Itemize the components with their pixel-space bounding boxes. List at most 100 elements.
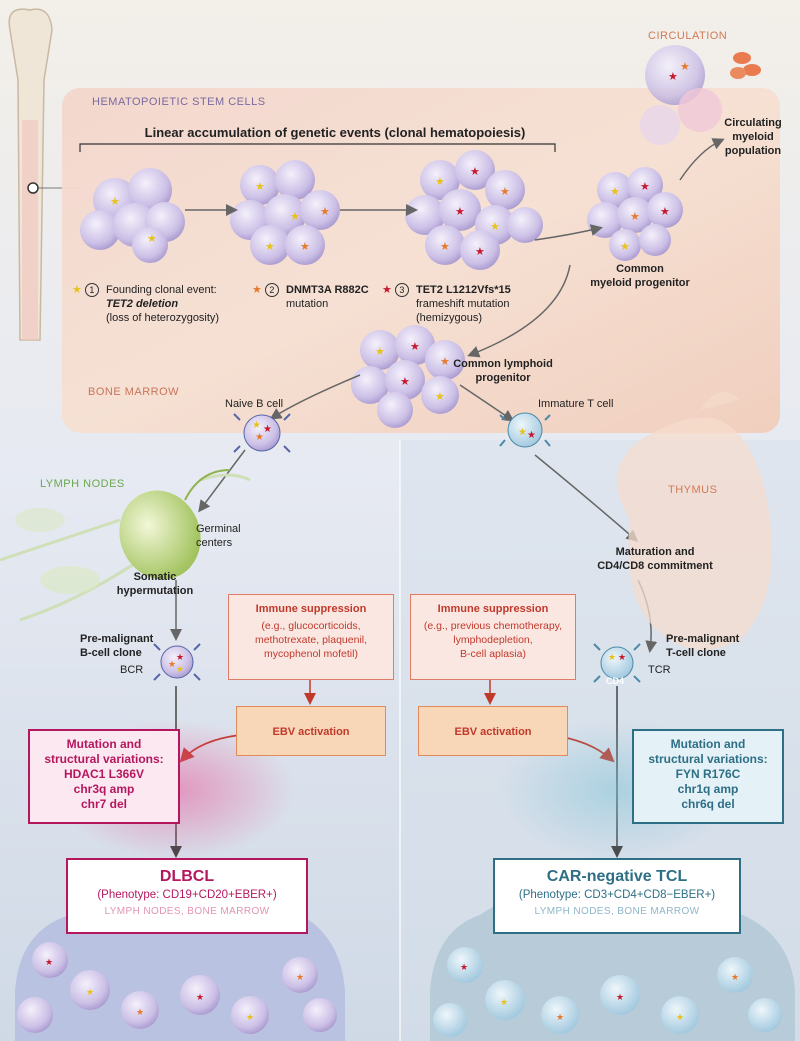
mut-right-title: Mutation and — [670, 737, 746, 751]
svg-text:★: ★ — [110, 195, 120, 208]
mut-right-item: chr6q del — [681, 797, 735, 811]
svg-text:★: ★ — [616, 993, 624, 1003]
bcr-label: BCR — [120, 664, 144, 676]
label-line: myeloid progenitor — [590, 277, 690, 289]
event-1-line: TET2 deletion — [106, 298, 179, 310]
cmp-label: Common myeloid progenitor — [580, 262, 700, 290]
clp-label: Common lymphoid progenitor — [448, 357, 558, 385]
svg-text:★: ★ — [640, 180, 650, 193]
event-3: TET2 L1212Vfs*15 frameshift mutation (he… — [416, 283, 511, 325]
immune-right-title: Immune suppression — [437, 603, 549, 615]
mutation-box-left: Mutation and structural variations: HDAC… — [28, 729, 180, 824]
event-2-line: mutation — [286, 298, 329, 310]
svg-text:★: ★ — [620, 240, 630, 253]
immune-right-line: (e.g., previous chemotherapy, — [423, 620, 563, 632]
svg-text:★: ★ — [290, 210, 300, 223]
section-bone-marrow: BONE MARROW — [88, 386, 180, 398]
label-line: myeloid — [732, 131, 774, 143]
immune-left-line: mycophenol mofetil) — [264, 648, 358, 660]
svg-text:★: ★ — [168, 659, 176, 669]
svg-text:★: ★ — [660, 205, 670, 218]
event-2-line: DNMT3A R882C — [286, 284, 369, 296]
lymph-node-icon — [0, 469, 251, 622]
immune-right-body: (e.g., previous chemotherapy, lymphodepl… — [415, 619, 571, 661]
svg-text:★: ★ — [296, 973, 304, 983]
svg-text:★: ★ — [45, 958, 53, 968]
svg-text:★: ★ — [400, 375, 410, 388]
thymus-icon — [617, 392, 772, 650]
svg-text:★: ★ — [630, 210, 640, 223]
svg-text:★: ★ — [668, 70, 678, 83]
immune-suppression-right: Immune suppression (e.g., previous chemo… — [410, 594, 576, 680]
hsc-cluster-3 — [405, 150, 543, 270]
label-line: Maturation and — [615, 546, 695, 558]
immune-left-body: (e.g., glucocorticoids, methotrexate, pl… — [233, 619, 389, 661]
event-2: DNMT3A R882C mutation — [286, 283, 369, 311]
svg-text:★: ★ — [435, 175, 445, 188]
immune-suppression-left: Immune suppression (e.g., glucocorticoid… — [228, 594, 394, 680]
svg-text:★: ★ — [196, 993, 204, 1003]
mut-right-item: chr1q amp — [677, 782, 739, 796]
svg-text:★: ★ — [470, 165, 480, 178]
mut-left-title: structural variations: — [44, 752, 164, 766]
svg-text:★: ★ — [252, 420, 261, 431]
tcl-title: CAR-negative TCL — [546, 868, 688, 885]
event-1: Founding clonal event: TET2 deletion (lo… — [106, 283, 219, 325]
immune-left-line: methotrexate, plaquenil, — [254, 634, 368, 646]
svg-text:★: ★ — [527, 430, 536, 441]
pre-t-label: Pre-malignant T-cell clone — [666, 632, 739, 660]
immune-left-line: (e.g., glucocorticoids, — [261, 620, 361, 632]
circulating-cells — [640, 45, 761, 145]
hsc-cluster-2 — [230, 160, 340, 265]
dlbcl-sites: LYMPH NODES, BONE MARROW — [104, 906, 270, 917]
event-2-number: 2 — [264, 283, 279, 297]
immune-left-title: Immune suppression — [255, 603, 367, 615]
svg-text:★: ★ — [147, 232, 157, 245]
svg-text:★: ★ — [263, 424, 272, 435]
star-icon: ★ — [252, 284, 262, 296]
svg-text:★: ★ — [680, 60, 690, 73]
svg-text:★: ★ — [455, 205, 465, 218]
svg-text:★: ★ — [618, 652, 626, 662]
event-3-line: (hemizygous) — [416, 312, 483, 324]
circulating-label: Circulating myeloid population — [708, 116, 798, 158]
label-line: B-cell clone — [80, 647, 142, 659]
label-line: hypermutation — [116, 585, 194, 597]
naive-b-label: Naive B cell — [225, 398, 284, 410]
event-1-number: 1 — [84, 283, 99, 297]
section-lymph-nodes: LYMPH NODES — [40, 478, 125, 490]
event-3-marker: ★ 3 — [382, 283, 409, 297]
cmp-cluster — [587, 167, 683, 261]
svg-text:★: ★ — [490, 220, 500, 233]
immune-right-line: B-cell aplasia) — [460, 648, 526, 660]
event-3-line: frameshift mutation — [416, 298, 510, 310]
svg-text:★: ★ — [610, 185, 620, 198]
section-thymus: THYMUS — [668, 484, 718, 496]
label-line: T-cell clone — [666, 647, 726, 659]
section-hsc: HEMATOPOIETIC STEM CELLS — [92, 96, 266, 108]
svg-text:★: ★ — [255, 432, 264, 443]
event-1-line: Founding clonal event: — [106, 284, 217, 296]
somatic-label: Somatic hypermutation — [100, 570, 210, 598]
immature-t-cell: ★ ★ — [499, 412, 551, 448]
event-3-number: 3 — [394, 283, 409, 297]
immature-t-label: Immature T cell — [538, 398, 614, 410]
label-line: Somatic — [133, 571, 177, 583]
label-line: CD4/CD8 commitment — [597, 560, 713, 572]
event-2-marker: ★ 2 — [252, 283, 279, 297]
svg-text:★: ★ — [435, 390, 445, 403]
label-line: Common lymphoid — [453, 358, 553, 370]
mut-left-item: chr3q amp — [73, 782, 135, 796]
event-1-marker: ★ 1 — [72, 283, 99, 297]
tcl-box: CAR-negative TCL (Phenotype: CD3+CD4+CD8… — [493, 858, 741, 934]
bone-icon — [8, 8, 80, 341]
maturation-label: Maturation and CD4/CD8 commitment — [580, 545, 730, 573]
svg-text:★: ★ — [176, 652, 184, 662]
mut-right-title: structural variations: — [648, 752, 768, 766]
tumor-stars: ★★ ★★ ★★ ★★ ★★ ★★ — [45, 958, 739, 1023]
tcl-phenotype: (Phenotype: CD3+CD4+CD8−EBER+) — [518, 889, 716, 901]
pre-b-label: Pre-malignant B-cell clone — [80, 632, 153, 660]
clp-cluster — [351, 325, 465, 428]
mut-right-item: FYN R176C — [675, 767, 741, 781]
